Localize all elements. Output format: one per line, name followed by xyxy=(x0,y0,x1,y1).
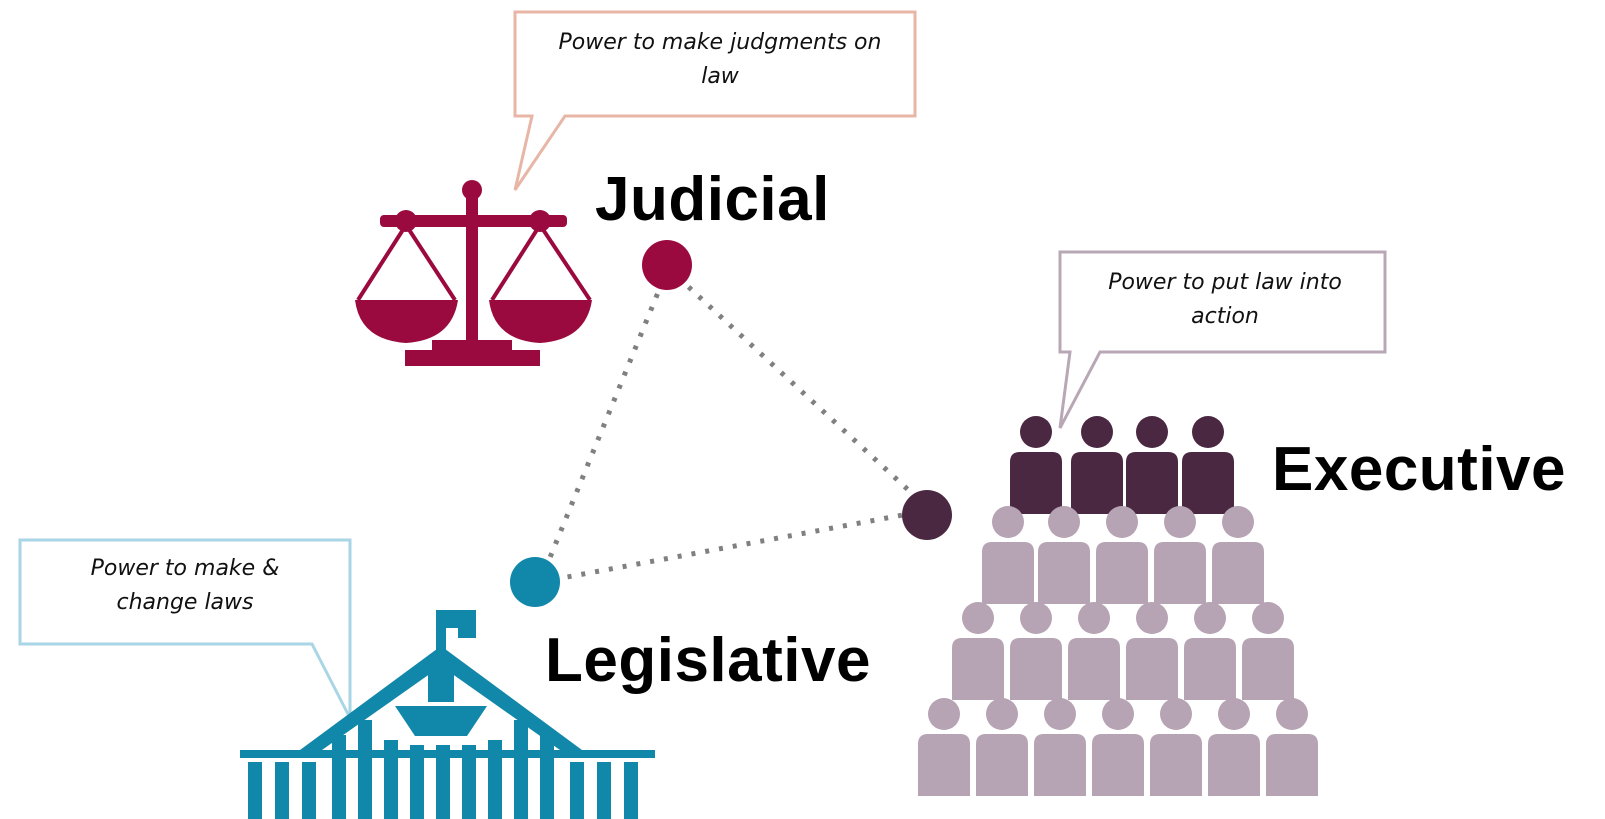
legislative-callout-box xyxy=(18,538,352,719)
connector-legislative-executive xyxy=(539,507,931,585)
executive-leaders-row xyxy=(1010,416,1234,514)
executive-callout-box xyxy=(1058,250,1387,429)
parliament-house-icon xyxy=(240,610,655,819)
parliament-columns xyxy=(248,720,638,819)
judicial-label: Judicial xyxy=(595,165,830,234)
legislative-callout-text: Power to make & change laws xyxy=(90,556,280,615)
people-group-icon xyxy=(918,416,1318,796)
judicial-callout-text: Power to make judgments on law xyxy=(558,30,882,89)
judicial-node xyxy=(642,240,692,290)
executive-node xyxy=(902,490,952,540)
executive-callout-text: Power to put law into action xyxy=(1108,270,1342,329)
legislative-label: Legislative xyxy=(545,626,871,695)
executive-label: Executive xyxy=(1272,435,1567,504)
executive-staff-rows xyxy=(918,506,1318,796)
scales-of-justice-icon xyxy=(355,180,592,366)
connector-judicial-legislative xyxy=(537,267,671,583)
legislative-node xyxy=(510,557,560,607)
judicial-callout-box xyxy=(513,10,917,191)
connector-judicial-executive xyxy=(666,266,932,512)
connector-lines xyxy=(537,266,932,585)
